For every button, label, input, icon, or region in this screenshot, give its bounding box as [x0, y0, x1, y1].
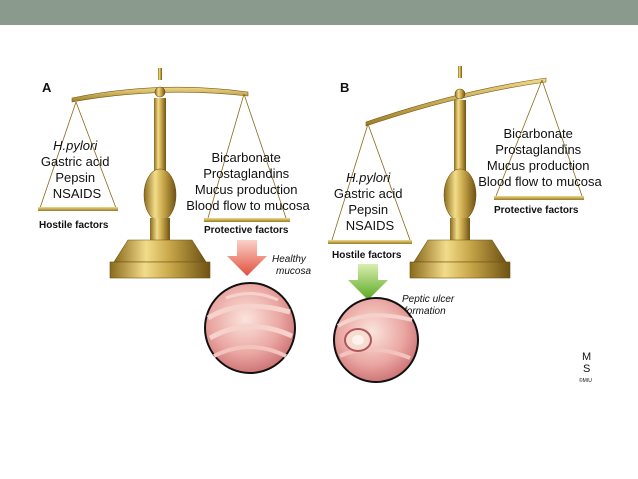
factor-mucus: Mucus production: [195, 182, 298, 197]
factor-hpylori: H.pylori: [53, 138, 98, 153]
svg-text:M: M: [582, 351, 591, 363]
publisher-logo: M S ©MIU: [579, 351, 592, 384]
panel-a-protective-caption: Protective factors: [204, 225, 289, 236]
scale-a: [38, 68, 290, 279]
factor-prostaglandins: Prostaglandins: [203, 166, 289, 181]
panel-b-protective-list: Bicarbonate Prostaglandins Mucus product…: [478, 126, 602, 189]
panel-a-letter: A: [42, 80, 52, 95]
panel-a-outcome-label: Healthy mucosa: [272, 254, 311, 277]
factor-nsaids: NSAIDS: [53, 186, 102, 201]
svg-text:©MIU: ©MIU: [579, 377, 592, 384]
panel-a-hostile-caption: Hostile factors: [39, 220, 109, 231]
factor-bicarbonate: Bicarbonate: [211, 150, 280, 165]
svg-text:S: S: [583, 363, 590, 375]
panel-a-protective-list: Bicarbonate Prostaglandins Mucus product…: [186, 150, 310, 213]
panel-b-outcome-label: Peptic ulcer formation: [402, 294, 457, 317]
panel-b-hostile-caption: Hostile factors: [332, 250, 402, 261]
scale-b: [328, 66, 584, 279]
factor-pepsin: Pepsin: [55, 170, 95, 185]
panel-b-down-arrow: [348, 264, 388, 300]
panel-a: A H.pylori Gastric acid Pepsin NSAIDS: [38, 68, 311, 374]
panel-b-hostile-list: H.pylori Gastric acid Pepsin NSAIDS: [334, 170, 406, 233]
panel-a-down-arrow: [227, 240, 267, 276]
panel-b-letter: B: [340, 80, 349, 95]
ulcer-mucosa-image: [333, 297, 419, 383]
panel-b-protective-caption: Protective factors: [494, 205, 579, 216]
factor-blood-flow: Blood flow to mucosa: [186, 198, 310, 213]
panel-a-hostile-list: H.pylori Gastric acid Pepsin NSAIDS: [41, 138, 113, 201]
header-bar: [0, 0, 638, 25]
panel-b: B H.pylori Gastric acid Pepsin NSAIDS: [328, 66, 603, 383]
factor-gastric-acid: Gastric acid: [41, 154, 110, 169]
healthy-mucosa-image: [204, 282, 296, 374]
